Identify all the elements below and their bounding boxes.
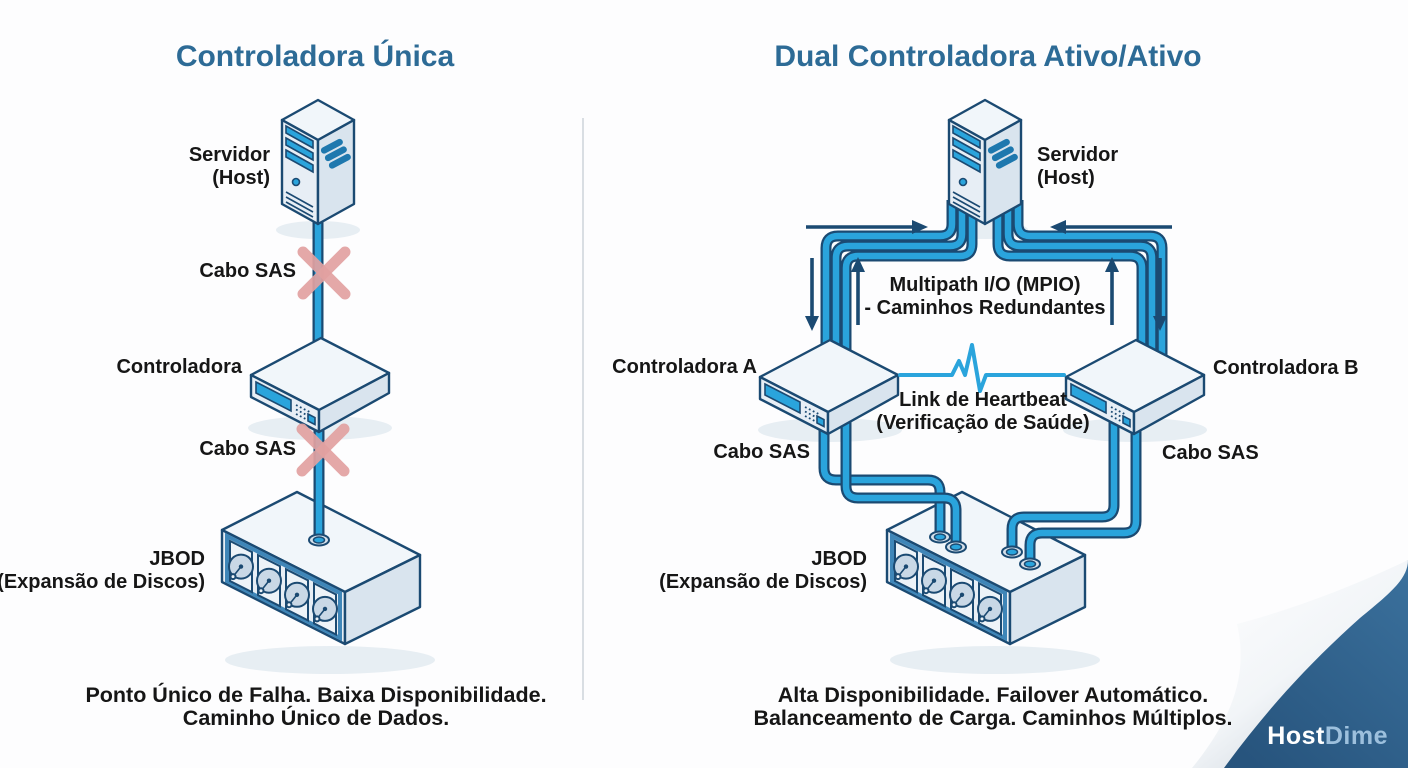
flow-arrow-down-right-icon (1153, 258, 1167, 331)
server-icon-left (280, 98, 356, 226)
left-caption: Ponto Único de Falha. Baixa Disponibilid… (85, 683, 547, 730)
cable-sas-label-right-b: Cabo SAS (1162, 442, 1259, 464)
heartbeat-label: Link de Heartbeat (Verificação de Saúde) (876, 389, 1090, 434)
failure-x-icon-bottom (296, 423, 350, 477)
multipath-label: Multipath I/O (MPIO) - Caminhos Redundan… (864, 274, 1106, 319)
right-panel-title: Dual Controladora Ativo/Ativo (774, 40, 1202, 73)
cable-sas-label-left-bottom: Cabo SAS (199, 438, 296, 460)
cable-grommet-2 (945, 540, 967, 554)
flow-arrow-down-left-icon (805, 258, 819, 331)
controller-label-left: Controladora (116, 356, 242, 378)
right-caption: Alta Disponibilidade. Failover Automátic… (753, 683, 1233, 730)
cable-sas-label-left-top: Cabo SAS (199, 260, 296, 282)
flow-arrow-up-left-icon (851, 257, 865, 325)
page-curl (1192, 560, 1408, 768)
controller-icon-left (249, 336, 391, 434)
flow-arrow-up-right-icon (1105, 257, 1119, 325)
logo-host: Host (1267, 722, 1325, 750)
flow-arrow-right-left-icon (1050, 220, 1172, 234)
cable-grommet-1 (929, 530, 951, 544)
cable-grommet-4 (1019, 557, 1041, 571)
server-icon-right (947, 98, 1023, 226)
controller-b-label: Controladora B (1213, 357, 1359, 379)
left-panel-title: Controladora Única (175, 40, 455, 73)
cable-grommet-left (308, 533, 330, 547)
server-label-right: Servidor (Host) (1037, 144, 1119, 189)
server-label-left: Servidor (Host) (188, 144, 270, 189)
failure-x-icon-top (297, 246, 351, 300)
jbod-label-left: JBOD (Expansão de Discos) (0, 548, 205, 593)
jbod-label-right: JBOD (Expansão de Discos) (659, 548, 867, 593)
heartbeat-link-icon (898, 343, 1066, 393)
cable-grommet-3 (1001, 545, 1023, 559)
hostdime-logo: HostDime (1267, 722, 1388, 751)
controller-a-label: Controladora A (612, 356, 757, 378)
device-shadows (225, 221, 1207, 674)
single-controller-diagram (220, 98, 422, 646)
dual-controller-diagram (758, 98, 1206, 646)
logo-dime: Dime (1324, 722, 1388, 750)
flow-arrow-left-right-icon (806, 220, 928, 234)
cable-sas-label-right-a: Cabo SAS (713, 441, 810, 463)
